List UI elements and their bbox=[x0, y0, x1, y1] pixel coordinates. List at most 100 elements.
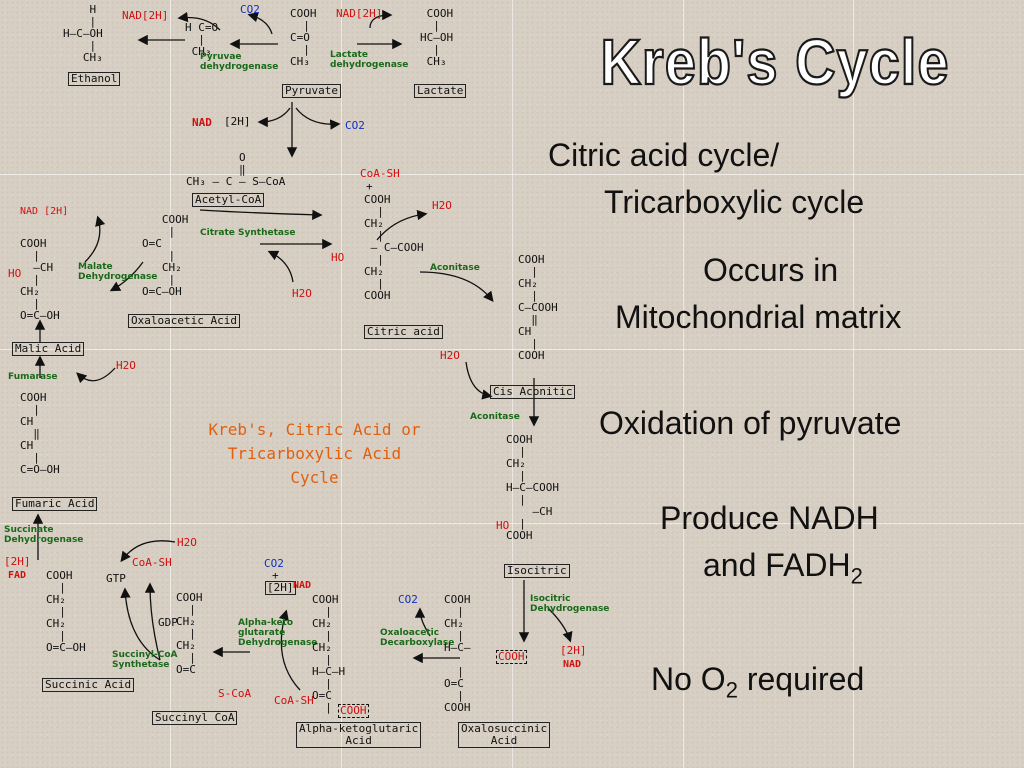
malate-dehydrogenase: Malate Dehydrogenase bbox=[78, 262, 158, 282]
isocitric-structure: COOH | CH₂ | H—C—COOH | —CH | COOH bbox=[506, 433, 559, 542]
h2o-2: H2O bbox=[292, 287, 312, 300]
nad-2h-right: NAD[2H] bbox=[336, 7, 383, 20]
h2o-3: H2O bbox=[116, 359, 136, 372]
isocitric-dehydrogenase: Isocitric Dehydrogenase bbox=[530, 594, 610, 614]
arrow-h2o-coash bbox=[120, 540, 176, 563]
nad-2h-malate: NAD [2H] bbox=[20, 206, 69, 217]
acetaldehyde-structure: H C=O | CH₃ bbox=[185, 21, 219, 58]
arrow-h2o-fumarase bbox=[76, 367, 116, 384]
alpha-keto-dehydrogenase: Alpha-keto glutarate Dehydrogenase bbox=[238, 618, 318, 648]
cis-aconitic-structure: COOH | CH₂ | C—COOH ‖ CH | COOH bbox=[518, 253, 558, 362]
arrow-coash-1 bbox=[144, 582, 161, 661]
oxalosuccinic-structure: COOH | CH₂ | H—C— bbox=[444, 593, 471, 654]
co2-bottom-mid: CO2 bbox=[398, 593, 418, 606]
lactate-structure: COOH | HC—OH | CH₃ bbox=[420, 7, 454, 68]
cis-aconitic-label: Cis Aconitic bbox=[490, 385, 576, 399]
succinyl-coa-label: Succinyl CoA bbox=[152, 711, 238, 725]
arrow-nad-left bbox=[177, 11, 221, 31]
side-line4b-text: and FADH bbox=[703, 547, 851, 583]
grid-line-v5 bbox=[853, 0, 854, 768]
succinyl-coa-structure: COOH | CH₂ | CH₂ | O=C bbox=[176, 591, 203, 676]
fad-2h: [2H] bbox=[4, 555, 31, 568]
h2o-1: H2O bbox=[432, 199, 452, 212]
arrow-co2-top bbox=[247, 12, 273, 35]
lactate-dehydrogenase: Lactate dehydrogenase bbox=[330, 50, 409, 70]
citric-structure: COOH | CH₂ | — C—COOH | CH₂ | COOH bbox=[364, 193, 424, 302]
nad-2h-left: NAD[2H] bbox=[122, 9, 169, 22]
arrow-oxalo-malate bbox=[109, 261, 144, 292]
co2-bottom-left: CO2 bbox=[264, 557, 284, 570]
side-line4a: Produce NADH bbox=[660, 500, 879, 536]
oxalosuccinic-cooh: COOH bbox=[496, 650, 527, 664]
plus-bottom: + bbox=[272, 569, 279, 582]
nad-mid: NAD bbox=[192, 116, 212, 129]
isocitric-ho: HO bbox=[496, 519, 510, 532]
coa-sh-2: CoA-SH bbox=[274, 694, 314, 707]
coa-sh-1: CoA-SH bbox=[132, 556, 172, 569]
arrow-nad-mid bbox=[257, 107, 291, 128]
pyruvate-structure: COOH | C=O | CH₃ bbox=[290, 7, 317, 68]
acetylcoa-label: Acetyl-CoA bbox=[192, 193, 265, 207]
aconitase-2: Aconitase bbox=[470, 412, 520, 422]
arrow-acetylcoa-citrate bbox=[199, 209, 323, 220]
side-line1a: Citric acid cycle/ bbox=[548, 137, 780, 173]
fumarase: Fumarase bbox=[8, 372, 58, 382]
side-line4b-sub: 2 bbox=[850, 563, 863, 589]
pyruvae-dehydrogenase: Pyruvae dehydrogenase bbox=[200, 52, 279, 72]
citric-coash: CoA-SH bbox=[360, 167, 400, 180]
succinate-dehydrogenase: Succinate Dehydrogenase bbox=[4, 525, 84, 545]
arrow-coash-2 bbox=[278, 609, 301, 691]
citrate-synthetase: Citrate Synthetase bbox=[200, 228, 296, 238]
arrow-h2o-citrate bbox=[267, 250, 294, 283]
pyruvate-label: Pyruvate bbox=[282, 84, 341, 98]
fumaric-structure: COOH | CH ‖ CH | C=O—OH bbox=[20, 391, 60, 476]
side-line2b: Mitochondrial matrix bbox=[615, 299, 902, 335]
ethanol-structure: H | H—C—OH | CH₃ bbox=[63, 3, 103, 64]
aconitase-1: Aconitase bbox=[430, 263, 480, 273]
succinic-label: Succinic Acid bbox=[42, 678, 135, 692]
arrow-isocitric-nad bbox=[547, 607, 573, 643]
arrow-h2o-cis bbox=[465, 361, 493, 400]
arrow-malate-nad bbox=[84, 215, 106, 263]
grid-line-v3 bbox=[512, 0, 513, 768]
h2-mid: [2H] bbox=[224, 115, 251, 128]
arrow-citric-h2o bbox=[376, 209, 428, 241]
malic-label: Malic Acid bbox=[12, 342, 85, 356]
arrow-gtp bbox=[120, 587, 161, 661]
center-cycle-title: Kreb's, Citric Acid or Tricarboxylic Aci… bbox=[208, 420, 421, 487]
succinyl-s-coa: S-CoA bbox=[218, 687, 252, 700]
fad: FAD bbox=[8, 570, 27, 581]
co2-top: CO2 bbox=[240, 3, 260, 16]
isocitric-label: Isocitric bbox=[504, 564, 570, 578]
oxaloacetic-decarboxylase: Oxaloacetic Decarboxylase bbox=[380, 628, 455, 648]
slide-title: Kreb's Cycle bbox=[599, 24, 950, 99]
grid-line-v4 bbox=[683, 0, 684, 768]
lactate-label: Lactate bbox=[414, 84, 467, 98]
h2o-5: H2O bbox=[177, 536, 197, 549]
side-line1b: Tricarboxylic cycle bbox=[604, 184, 865, 220]
side-line4b: and FADH2 bbox=[703, 546, 863, 595]
arrow-co2-mid bbox=[295, 107, 341, 130]
ethanol-label: Ethanol bbox=[68, 72, 121, 86]
side-line5-post: required bbox=[737, 661, 865, 697]
oxaloacetic-label: Oxaloacetic Acid bbox=[128, 314, 240, 328]
citric-ho: HO bbox=[331, 251, 345, 264]
gdp: GDP bbox=[158, 616, 178, 629]
malic-structure: COOH | —CH | CH₂ | O=C—OH bbox=[20, 237, 60, 322]
arrow-co2-bottom-mid bbox=[414, 607, 431, 637]
malic-ho: HO bbox=[8, 267, 22, 280]
alpha-kg-cooh: COOH bbox=[338, 704, 369, 718]
arrow-aconitase-1 bbox=[419, 271, 494, 303]
grid-line-v1 bbox=[170, 0, 171, 768]
acetylcoa-structure: O ‖ CH₃ — C — S—CoA bbox=[186, 151, 286, 188]
alpha-kg-structure: COOH | CH₂ | CH₂ | H—C—H | O=C | bbox=[312, 593, 346, 714]
citric-plus: + bbox=[366, 180, 373, 193]
co2-mid: CO2 bbox=[345, 119, 365, 132]
arrow-nad-right bbox=[369, 9, 393, 29]
side-line2a: Occurs in bbox=[703, 252, 839, 288]
side-line3: Oxidation of pyruvate bbox=[599, 405, 902, 441]
nad-bottom: NAD bbox=[293, 580, 312, 591]
oxalosuccinic-label: Oxalosuccinic Acid bbox=[458, 722, 551, 748]
citric-label: Citric acid bbox=[364, 325, 443, 339]
